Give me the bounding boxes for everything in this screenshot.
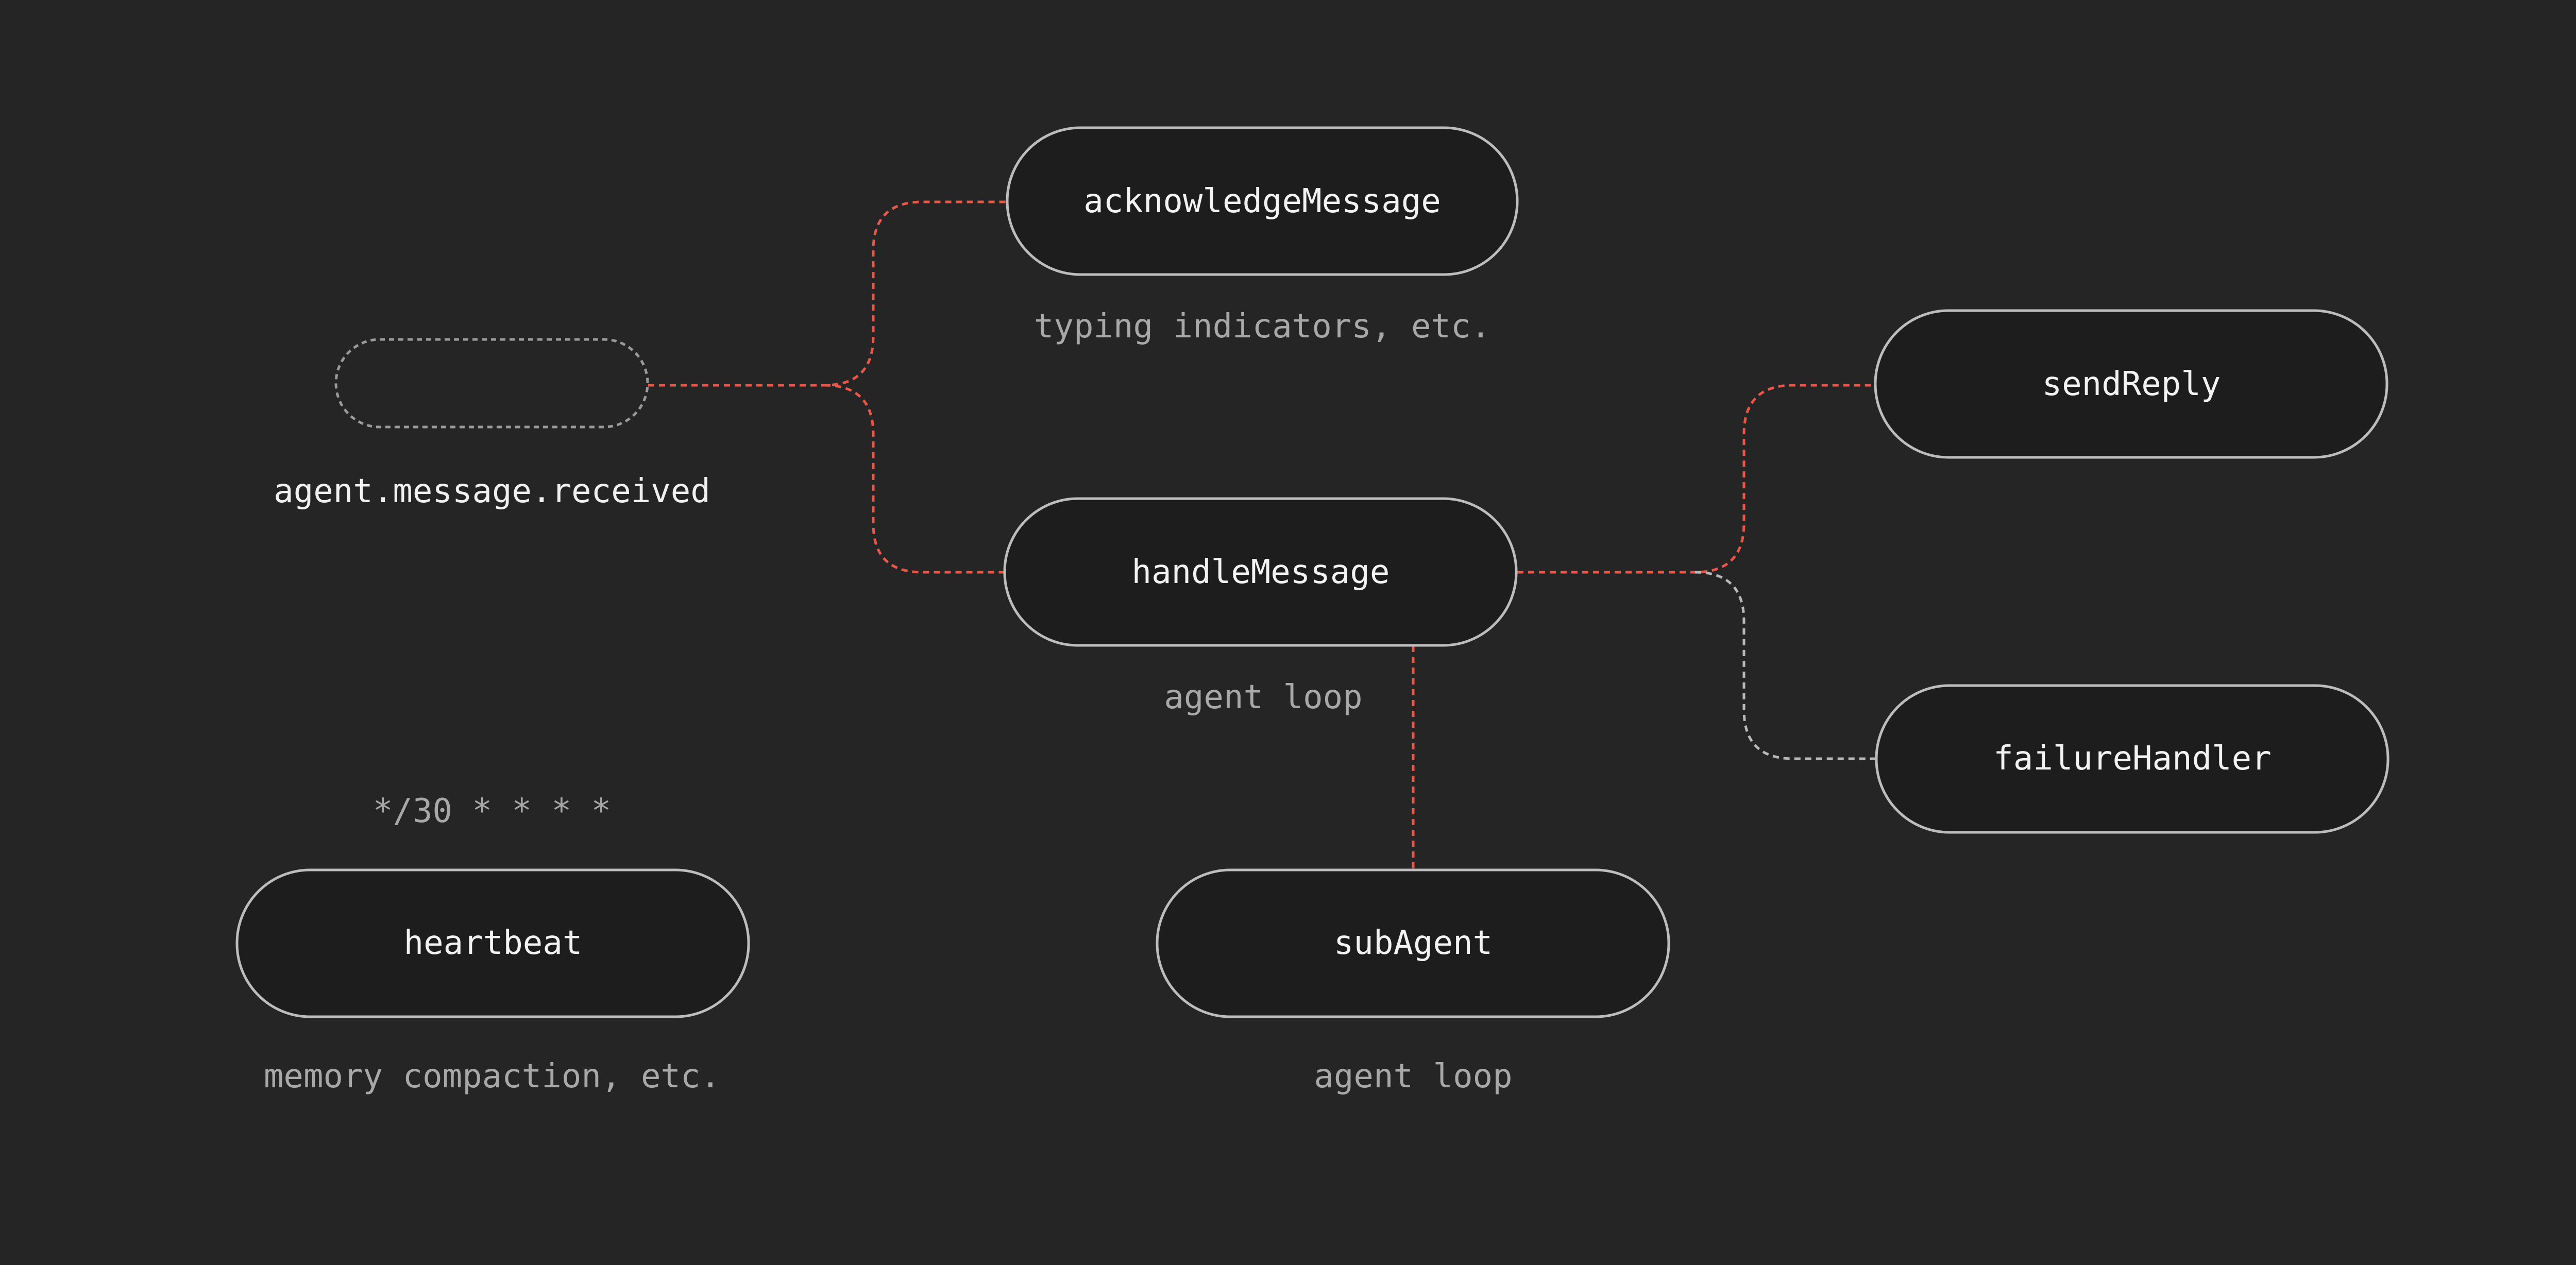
edges — [648, 200, 1875, 869]
node-trigger[interactable]: agent.message.received — [274, 338, 710, 510]
trigger-pill[interactable] — [334, 338, 649, 429]
failure-handler-pill[interactable] — [1875, 684, 2389, 834]
edge-handle-to-send — [1517, 384, 1875, 574]
heartbeat-pill[interactable] — [235, 868, 750, 1018]
edge-trigger-to-acknowledge — [648, 200, 1007, 387]
sub-agent-caption: agent loop — [1314, 1057, 1512, 1096]
edge-trigger-to-handle — [824, 384, 1005, 574]
trigger-event-name: agent.message.received — [274, 472, 710, 510]
heartbeat-schedule: */30 * * * * — [373, 792, 611, 830]
failure-handler-label: failureHandler — [1993, 740, 2271, 778]
heartbeat-caption: memory compaction, etc. — [264, 1057, 720, 1096]
heartbeat-label: heartbeat — [404, 924, 583, 962]
node-send-reply[interactable]: sendReply — [1874, 309, 2388, 459]
acknowledge-caption: typing indicators, etc. — [1034, 307, 1490, 346]
sub-agent-pill[interactable] — [1156, 868, 1670, 1018]
handle-label: handleMessage — [1132, 553, 1390, 591]
acknowledge-label: acknowledgeMessage — [1083, 182, 1441, 220]
send-reply-label: sendReply — [2042, 365, 2221, 403]
edge-handle-to-failure — [1694, 571, 1875, 760]
node-sub-agent[interactable]: subAgent agent loop — [1156, 868, 1670, 1096]
acknowledge-pill[interactable] — [1006, 126, 1519, 276]
handle-pill[interactable] — [1003, 497, 1518, 647]
node-failure-handler[interactable]: failureHandler — [1875, 684, 2389, 834]
node-handle-message[interactable]: handleMessage agent loop — [1003, 497, 1518, 716]
handle-caption: agent loop — [1164, 678, 1362, 716]
node-heartbeat[interactable]: */30 * * * * heartbeat memory compaction… — [235, 792, 750, 1096]
sub-agent-label: subAgent — [1334, 924, 1493, 962]
send-reply-pill[interactable] — [1874, 309, 2388, 459]
node-acknowledge-message[interactable]: acknowledgeMessage typing indicators, et… — [1006, 126, 1519, 346]
